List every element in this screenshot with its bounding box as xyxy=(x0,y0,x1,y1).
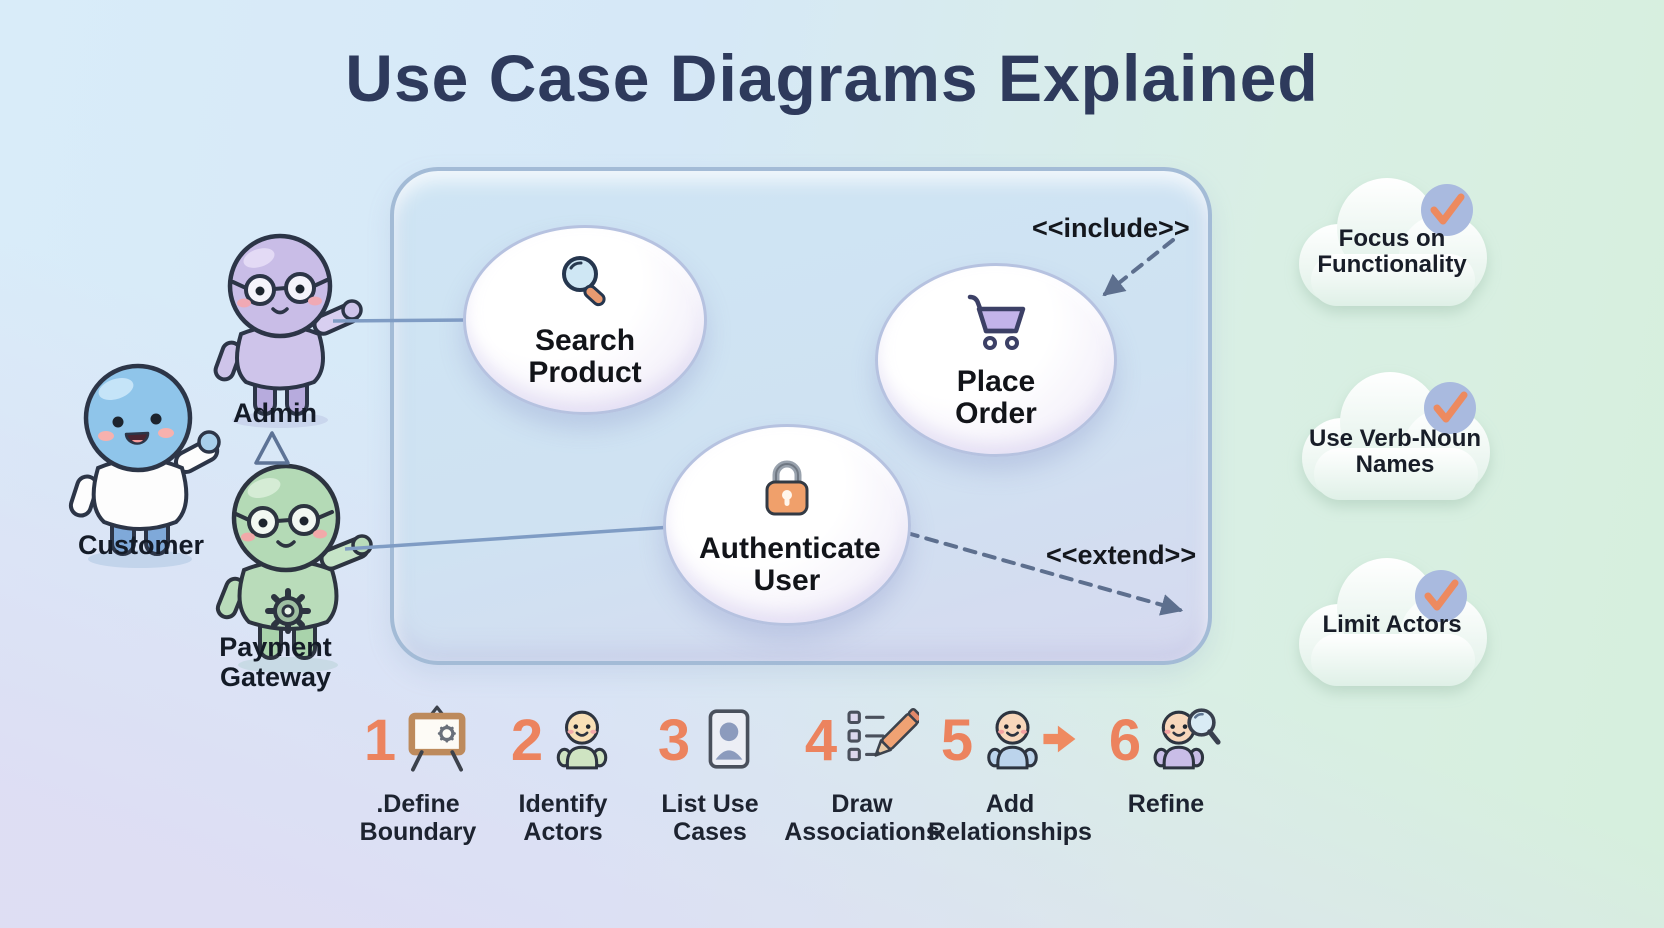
step-label: Identify Actors xyxy=(518,790,608,846)
checklist-pencil-icon xyxy=(843,706,924,777)
lock-icon xyxy=(755,454,819,525)
step-label: Draw Associations xyxy=(784,790,940,846)
step-number: 3 xyxy=(657,708,691,773)
check-icon xyxy=(1415,570,1467,622)
tip-cloud-focus-functionality: Focus on Functionality xyxy=(1281,166,1503,338)
step-define-boundary: 1 .Define Boundary xyxy=(330,702,506,846)
cloud-shape xyxy=(1299,178,1487,306)
page-title: Use Case Diagrams Explained xyxy=(345,41,1319,115)
extend-label: <<extend>> xyxy=(1046,540,1197,570)
step-label: List Use Cases xyxy=(661,790,759,846)
actor-label-payment-gateway: Payment Gateway xyxy=(219,632,332,693)
usecase-authenticate-user: Authenticate User xyxy=(663,424,911,626)
customer-actor-illustration xyxy=(68,363,221,568)
step-list-use-cases: 3 List Use Cases xyxy=(622,702,798,846)
check-icon xyxy=(1424,382,1476,434)
actor-magnifier-icon xyxy=(1147,706,1223,777)
step-number: 5 xyxy=(940,708,974,773)
actor-icon xyxy=(549,706,615,777)
step-number: 1 xyxy=(363,708,397,773)
step-label: .Define Boundary xyxy=(359,790,477,846)
tip-label: Limit Actors xyxy=(1322,611,1462,638)
usecase-name: Place Order xyxy=(955,364,1037,430)
step-refine: 6 Refine xyxy=(1078,702,1254,818)
step-label: Add Relationships xyxy=(928,790,1092,846)
usecase-search-product: Search Product xyxy=(463,225,707,415)
usecase-name: Search Product xyxy=(528,323,642,389)
actor-label-admin: Admin xyxy=(233,398,317,428)
cloud-shape xyxy=(1299,558,1487,686)
id-card-icon xyxy=(696,706,762,777)
tip-label: Use Verb-Noun Names xyxy=(1308,425,1482,479)
actor-label-customer: Customer xyxy=(77,530,205,560)
include-label: <<include>> xyxy=(1032,213,1190,243)
step-draw-associations: 4 Draw xyxy=(774,702,950,846)
tip-cloud-verb-noun-names: Use Verb-Noun Names xyxy=(1284,360,1506,532)
tip-label: Focus on Functionality xyxy=(1317,225,1467,279)
step-number: 4 xyxy=(804,708,838,773)
step-number: 6 xyxy=(1108,708,1142,773)
tip-cloud-limit-actors: Limit Actors xyxy=(1281,546,1503,718)
step-add-relationships: 5 Add Relationships xyxy=(922,702,1098,846)
usecase-name: Authenticate User xyxy=(699,531,881,597)
actor-arrow-icon xyxy=(979,706,1079,777)
step-label: Refine xyxy=(1127,790,1205,818)
magnifier-icon xyxy=(554,252,616,317)
step-number: 2 xyxy=(510,708,544,773)
gear-icon xyxy=(265,588,311,634)
admin-actor-illustration xyxy=(213,233,363,428)
usecase-place-order: Place Order xyxy=(875,263,1117,457)
cart-icon xyxy=(962,291,1030,358)
check-icon xyxy=(1421,184,1473,236)
generalization-triangle xyxy=(254,431,290,465)
step-identify-actors: 2 Identify Actors xyxy=(475,702,651,846)
cloud-shape xyxy=(1302,372,1490,500)
easel-icon xyxy=(402,704,472,779)
